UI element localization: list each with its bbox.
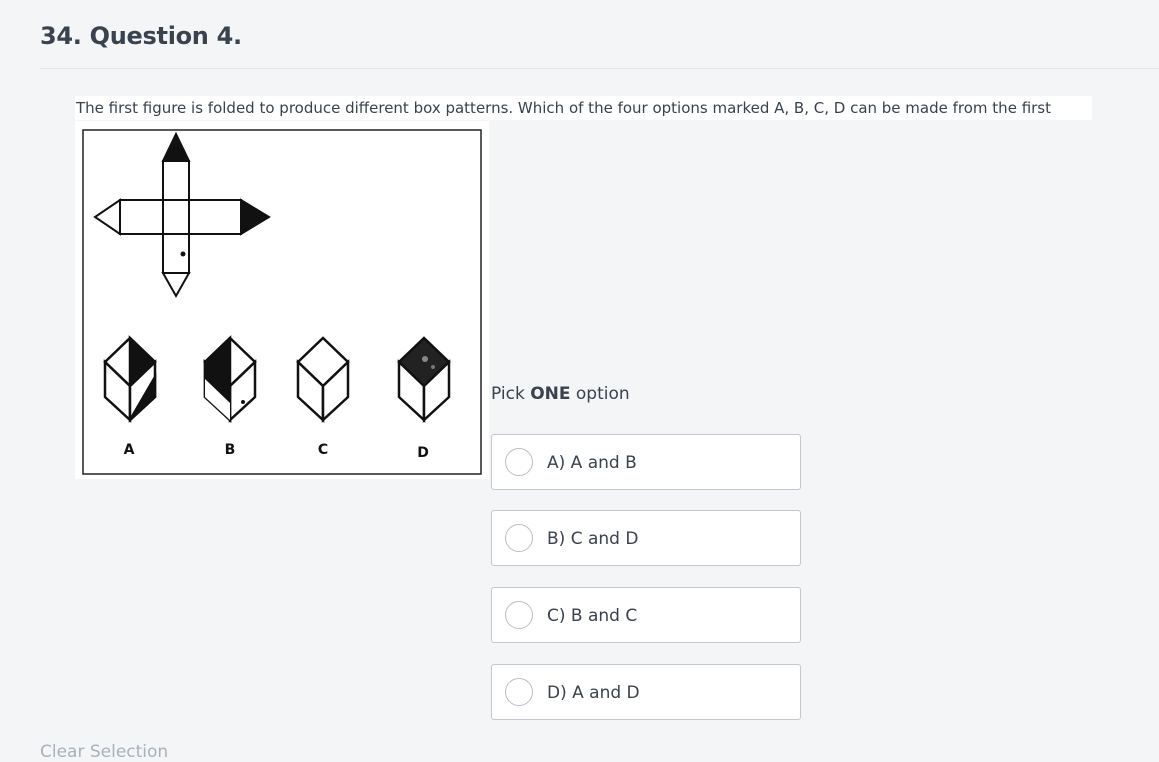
answer-option-a[interactable]: A) A and B: [491, 434, 801, 490]
answer-option-b[interactable]: B) C and D: [491, 510, 801, 566]
radio-button[interactable]: [505, 601, 533, 629]
cube-label-a: A: [124, 442, 135, 458]
cube-option-c: [296, 336, 350, 423]
radio-button[interactable]: [505, 448, 533, 476]
cube-option-a: [103, 335, 157, 423]
clear-selection-link[interactable]: Clear Selection: [40, 742, 169, 762]
cube-option-b: [203, 335, 257, 423]
pick-suffix: option: [570, 384, 630, 404]
cube-net: [93, 131, 271, 299]
question-title: 34. Question 4.: [40, 22, 242, 50]
answer-option-d[interactable]: D) A and D: [491, 664, 801, 720]
question-prompt: The first figure is folded to produce di…: [75, 96, 1092, 141]
cube-option-d: [397, 336, 451, 423]
pick-prefix: Pick: [491, 384, 531, 404]
question-figure: A B C D: [75, 121, 489, 479]
answer-option-c[interactable]: C) B and C: [491, 587, 801, 643]
answer-option-label: B) C and D: [547, 529, 639, 549]
cube-label-c: C: [318, 442, 328, 458]
pick-emphasis: ONE: [530, 384, 571, 404]
answer-option-label: D) A and D: [547, 683, 640, 703]
radio-button[interactable]: [505, 678, 533, 706]
answer-option-label: A) A and B: [547, 453, 637, 473]
answer-option-label: C) B and C: [547, 606, 638, 626]
cube-label-b: B: [225, 442, 236, 458]
radio-button[interactable]: [505, 524, 533, 552]
cube-label-d: D: [417, 445, 429, 461]
pick-instruction: Pick ONE option: [491, 384, 630, 404]
header-divider: [40, 68, 1159, 69]
cube-net-figure: A B C D: [82, 129, 482, 475]
